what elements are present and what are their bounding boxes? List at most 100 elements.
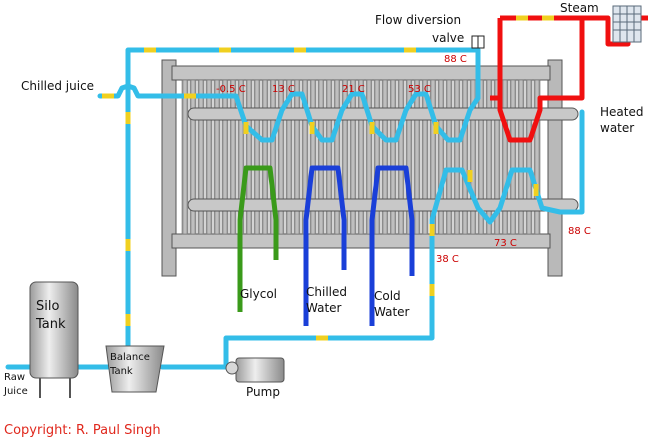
flow-arrow — [429, 224, 435, 236]
temp-88-top: 88 C — [444, 54, 467, 65]
heated-water-label-2: water — [600, 121, 634, 135]
plate — [333, 79, 341, 235]
flow-arrows — [102, 15, 554, 341]
plate — [461, 79, 469, 235]
flow-arrow — [369, 122, 375, 134]
flow-arrow — [429, 284, 435, 296]
raw-juice-label-2: Juice — [3, 386, 28, 397]
plate — [357, 79, 365, 235]
cold-water-label-2: Water — [374, 305, 410, 319]
flow-arrow — [294, 47, 306, 53]
silo-tank-label-2: Tank — [35, 317, 66, 332]
flow-arrow — [533, 184, 539, 196]
plate — [533, 79, 541, 235]
flow-arrow — [404, 47, 416, 53]
plate — [469, 79, 477, 235]
plate — [253, 79, 261, 235]
plate — [269, 79, 277, 235]
plate — [405, 79, 413, 235]
balance-tank-label-1: Balance — [110, 352, 150, 363]
plate — [485, 79, 493, 235]
plate — [317, 79, 325, 235]
plate — [525, 79, 533, 235]
plate — [365, 79, 373, 235]
silo-tank — [29, 281, 79, 398]
plate — [493, 79, 501, 235]
flow-arrow — [542, 15, 554, 21]
plate — [501, 79, 509, 235]
plate — [309, 79, 317, 235]
flow-arrow — [125, 239, 131, 251]
chilled-water-label-1: Chilled — [306, 285, 347, 299]
plate — [229, 79, 237, 235]
plate — [197, 79, 205, 235]
plate — [261, 79, 269, 235]
flow-diversion-label-1: Flow diversion — [375, 13, 461, 27]
temp-53: 53 C — [408, 84, 431, 95]
plate — [325, 79, 333, 235]
balance-tank — [105, 345, 165, 393]
flow-arrow — [467, 170, 473, 182]
chilled-water-loop — [303, 165, 347, 326]
plate — [349, 79, 357, 235]
cold-water-loop — [369, 165, 415, 326]
plate — [389, 79, 397, 235]
temp-38: 38 C — [436, 254, 459, 265]
temp-21: 21 C — [342, 84, 365, 95]
flow-arrow — [309, 122, 315, 134]
pump — [225, 357, 285, 383]
plate — [397, 79, 405, 235]
flow-arrow — [433, 122, 439, 134]
plate — [373, 79, 381, 235]
plate — [221, 79, 229, 235]
flow-arrow — [144, 47, 156, 53]
plate — [205, 79, 213, 235]
plate — [477, 79, 485, 235]
steam-heater — [612, 5, 642, 43]
plate — [421, 79, 429, 235]
glycol-label: Glycol — [240, 287, 277, 301]
plate — [453, 79, 461, 235]
plate — [277, 79, 285, 235]
raw-juice-label-1: Raw — [4, 372, 25, 383]
plate — [293, 79, 301, 235]
plate — [509, 79, 517, 235]
balance-tank-label-2: Tank — [109, 366, 133, 377]
temp-13: 13 C — [272, 84, 295, 95]
plate — [445, 79, 453, 235]
plate — [285, 79, 293, 235]
plate — [517, 79, 525, 235]
flow-arrow — [516, 15, 528, 21]
hot-water-loop — [490, 15, 648, 143]
flow-diversion-label-2: valve — [432, 31, 464, 45]
heat-exchanger — [161, 59, 579, 277]
temp-88-right: 88 C — [568, 226, 591, 237]
flow-arrow — [102, 93, 114, 99]
heat-exchanger-plates — [181, 79, 541, 235]
silo-tank-label-1: Silo — [36, 299, 59, 314]
plate — [213, 79, 221, 235]
flow-arrow — [125, 314, 131, 326]
temp-minus-0-5: -0.5 C — [216, 84, 246, 95]
flow-diversion-valve — [471, 35, 485, 49]
flow-arrow — [219, 47, 231, 53]
flow-arrow — [316, 335, 328, 341]
chilled-juice-label: Chilled juice — [21, 79, 94, 93]
flow-arrow — [184, 93, 196, 99]
temp-73: 73 C — [494, 238, 517, 249]
plate — [245, 79, 253, 235]
juice-line — [5, 47, 585, 370]
flow-arrow — [243, 122, 249, 134]
glycol-loop — [237, 165, 279, 312]
plate — [181, 79, 189, 235]
plate — [413, 79, 421, 235]
plate — [437, 79, 445, 235]
heated-water-label-1: Heated — [600, 105, 643, 119]
plate — [189, 79, 197, 235]
chilled-water-label-2: Water — [306, 301, 342, 315]
copyright-text: Copyright: R. Paul Singh — [4, 423, 161, 438]
plate — [381, 79, 389, 235]
cold-water-label-1: Cold — [374, 289, 401, 303]
